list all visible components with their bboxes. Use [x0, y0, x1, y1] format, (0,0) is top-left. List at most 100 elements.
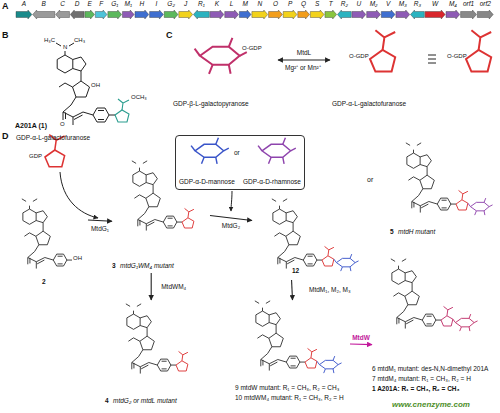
gene-arrow [367, 10, 381, 19]
gene-name: M₁ [125, 0, 132, 7]
compound-label: 6 mtdM₁ mutant: des-N,N-dimethyl 201A [372, 365, 488, 372]
gene-arrow [210, 10, 224, 19]
compound: 4mtdG₂ or mtdL mutant [105, 300, 210, 408]
compound-label: 3 [112, 262, 116, 269]
compound: 2 [2, 190, 88, 290]
gene-name: F [99, 0, 103, 7]
reaction-arrow [278, 59, 330, 60]
gene-arrow [381, 10, 395, 19]
compound: 3mtdG₁WM₄ mutant [112, 158, 210, 273]
enzyme-label: MtdL [296, 49, 312, 56]
gene-name: P [288, 0, 292, 7]
gene-name: L [230, 0, 234, 7]
gene-name: R₃ [414, 0, 421, 7]
gene-name: T [329, 0, 333, 7]
compound-label: or [234, 149, 240, 156]
gene-name: I [156, 0, 158, 7]
substrate-box: orGDP-α-D-mannoseGDP-α-D-rhamnose [175, 135, 305, 190]
note: or [367, 176, 373, 184]
gene-name: O [273, 0, 278, 7]
gene-name: orf2 [480, 0, 491, 7]
atom-label: N [63, 44, 67, 51]
gene-arrow [477, 10, 493, 19]
gene-name: S [315, 0, 319, 7]
compound-label: 7 mtdM₄ mutant: R₁ = CH₃, R₂ = H [372, 375, 471, 382]
atom-label: O-GDP [242, 45, 262, 52]
compound: 5 mtdH mutant [385, 140, 497, 240]
gene-name: D [75, 0, 80, 7]
compound-label: GDP-β-L-galactopyranose [173, 100, 249, 107]
gene-arrow [16, 10, 32, 19]
gene-arrow [122, 10, 134, 19]
enzyme-label: MtdW [351, 334, 371, 341]
gene-arrow [225, 10, 239, 19]
gene-arrow [150, 10, 164, 19]
gene-arrow [269, 10, 283, 19]
gene-arrow [179, 10, 193, 19]
gene-name: M₄ [449, 0, 457, 7]
gene-name: E [88, 0, 92, 7]
reaction-arrow [151, 273, 152, 300]
compound: 12 [252, 195, 365, 280]
panel-letter: C [166, 30, 173, 40]
atom-label: GDP [29, 153, 42, 160]
panel-letter: A [2, 1, 9, 11]
compound-label: mtdG₂ or mtdL mutant [113, 397, 177, 404]
atom-label: OH [73, 255, 82, 262]
gene-name: H [140, 0, 145, 7]
gene-arrow [283, 10, 297, 19]
compound: GDP-β-L-galactopyranose [168, 32, 278, 112]
reaction-arrow [88, 220, 112, 221]
gene-name: G₂ [167, 0, 175, 7]
gene-arrow [252, 10, 268, 19]
gene-name: M₂ [370, 0, 378, 7]
atom-label: CH₃ [74, 37, 85, 44]
gene-arrow [325, 10, 337, 19]
gene-name: R₂ [341, 0, 348, 7]
gene-name: K [215, 0, 219, 7]
gene-arrow [352, 10, 366, 19]
gene-name: C [60, 0, 65, 7]
atom-label: O [60, 121, 65, 128]
enzyme-label: MtdWM₄ [160, 283, 187, 290]
compound-label: 1 A201A: R₁ = CH₃, R₂ = CH₃ [372, 385, 460, 392]
compound-label: mtdH mutant [398, 228, 435, 235]
gene-name: A [22, 0, 26, 7]
gene-name: U [357, 0, 362, 7]
reaction-arrow [210, 216, 252, 221]
compound: GDP-α-L-galactofuranose [330, 32, 425, 112]
reaction-arrow [291, 280, 293, 300]
compound-label: 12 [292, 267, 299, 274]
gene-arrow [298, 10, 310, 19]
enzyme-label: MtdM₁, M₂, M₃ [308, 286, 352, 293]
gene-arrow [425, 10, 445, 19]
compound-label: 9 mtdW mutant: R₁ = CH₃, R₂ = CH₃ [235, 384, 339, 391]
gene-name: V [386, 0, 390, 7]
gene-arrow [135, 10, 149, 19]
gene-arrow [396, 10, 410, 19]
panel-letter: D [2, 131, 9, 141]
atom-label: OH [91, 82, 100, 89]
compound-label: GDP-α-L-galactofuranose [332, 100, 406, 107]
atom-label: H₃C [44, 37, 55, 44]
enzyme-label: MtdG₁ [90, 225, 110, 232]
compound-label: A201A (1) [15, 122, 47, 130]
gene-arrow [239, 10, 251, 19]
gene-name: M [242, 0, 247, 7]
compound-label: GDP-α-D-mannose [179, 178, 235, 185]
compound: 6 mtdM₁ mutant: des-N,N-dimethyl 201A 7 m… [372, 255, 498, 395]
enzyme-label: MtdG₂ [221, 222, 241, 229]
compound-label: 5 [390, 228, 394, 235]
gene-name: Q [301, 0, 306, 7]
note: Mg²⁺ or Mn²⁺ [285, 64, 321, 71]
gene-arrow [85, 10, 95, 19]
compound-label: 10 mtdWM₄ mutant: R₁ = CH₃, R₂ = H [235, 394, 344, 401]
gene-name: M₃ [399, 0, 407, 7]
gene-arrow [411, 10, 425, 19]
gene-arrow [33, 10, 55, 19]
compound-label: 2 [42, 278, 46, 285]
note: GDP-α-L-galactofuranose [16, 134, 90, 141]
gene-name: N [257, 0, 262, 7]
gene-arrow [108, 10, 122, 19]
compound: 9 mtdW mutant: R₁ = CH₃, R₂ = CH₃ 10 mtdW… [235, 300, 350, 410]
